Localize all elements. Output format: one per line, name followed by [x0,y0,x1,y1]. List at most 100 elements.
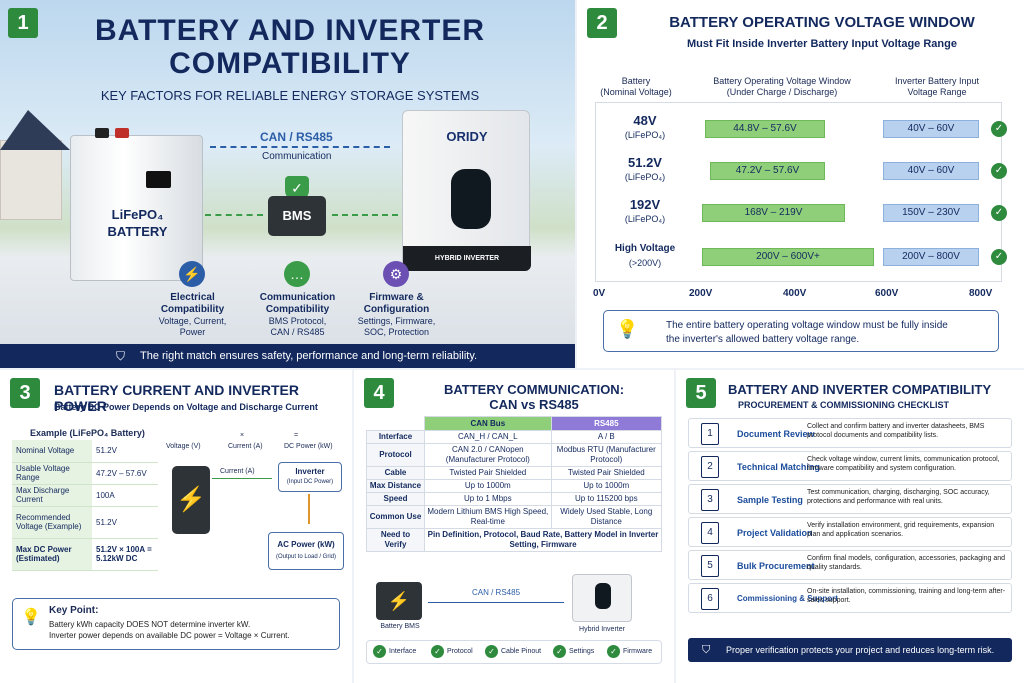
row-label: Interface [366,430,425,444]
battery-label-line1: LiFePO₄ [111,207,164,222]
checks-bar: ✓ Interface ✓ Protocol ✓ Cable Pinout ✓ … [366,640,662,664]
can-cell: CAN_H / CAN_L [424,430,552,444]
house-illustration [0,140,62,220]
lightbulb-icon: 💡 [21,609,41,626]
step-title: Project Validation [737,528,813,538]
panel-title: BATTERY COMMUNICATION: CAN vs RS485 [404,382,664,412]
panel-title: BATTERY AND INVERTER COMPATIBILITY [40,14,540,80]
panel-communication: 4 BATTERY COMMUNICATION: CAN vs RS485 CA… [354,370,674,683]
inverter-line2: (Input DC Power) [286,479,334,485]
checklist-step: 6 Commissioning & Support On-site instal… [688,583,1012,613]
battery-label-line2: BATTERY [107,224,168,239]
rs485-cell: Modbus RTU (Manufacturer Protocol) [550,443,663,467]
gear-icon: ⚙ [383,261,409,287]
note-line2: the inverter's allowed battery voltage r… [666,334,860,345]
feature-title-line2: Configuration [363,304,430,315]
step-title: Document Review [737,429,815,439]
title-line2: CAN vs RS485 [489,397,579,412]
lightning-icon: ⚡ [179,261,205,287]
panel-checklist: 5 BATTERY AND INVERTER COMPATIBILITY PRO… [676,370,1024,683]
axis-tick: 600V [875,288,899,299]
check-icon: ✓ [485,645,498,658]
check-icon: ✓ [431,645,444,658]
feature-desc-line2: CAN / RS485 [270,327,325,337]
table-header-row: CAN Bus RS485 [366,416,663,431]
row-label: Max Distance [366,479,425,493]
row-label: Need to Verify [366,528,425,552]
empty-header [366,416,425,431]
feature-desc-line2: SOC, Protection [363,327,430,337]
row-value: 100A [92,484,158,507]
formula-equals: = [294,432,299,439]
battery-window-bar: 200V – 600V+ [702,248,874,266]
table-row: Max DC Power (Estimated)51.2V × 100A = 5… [12,538,158,571]
inverter-illustration: ORIDY HYBRID INVERTER [402,110,531,271]
row-label: Usable Voltage Range [12,462,92,485]
shield-check-icon: ⛉ [702,644,711,656]
panel-overview: 1 BATTERY AND INVERTER COMPATIBILITY KEY… [0,0,575,368]
shield-check-icon: ⛉ [116,349,126,363]
terminal-positive [115,128,129,138]
panel-current-power: 3 BATTERY CURRENT AND INVERTER POWER Bat… [0,370,352,683]
check-label: Settings [569,648,595,655]
battery-screen [146,171,171,188]
check-icon: ✓ [991,205,1007,221]
table-row: Recommended Voltage (Example)51.2V [12,506,158,539]
checklist-step: 1 Document Review Collect and confirm ba… [688,418,1012,448]
feature-desc-line1: BMS Protocol, [268,316,327,326]
communication-label: Communication [262,151,332,162]
nominal-voltage: 51.2V(LiFePO₄) [624,155,666,183]
nominal-voltage: High Voltage(>200V) [614,243,676,268]
row-value: 47.2V – 57.6V [92,462,158,485]
battery-illustration: LiFePO₄ BATTERY [70,128,203,281]
feature-title-line1: Electrical [170,292,215,303]
check-icon: ✓ [553,645,566,658]
step-desc: Check voltage window, current limits, co… [807,456,1000,472]
verification-banner: ⛉ Proper verification protects your proj… [688,638,1012,662]
check-icon: ✓ [991,163,1007,179]
gear-icon: 3 [701,489,719,511]
panel-subtitle: KEY FACTORS FOR RELIABLE ENERGY STORAGE … [100,88,480,103]
check-icon: ✓ [991,121,1007,137]
inverter-range-bar: 40V – 60V [883,162,979,180]
check-label: Interface [389,648,417,655]
row-label: Nominal Voltage [12,440,92,463]
link-label: CAN / RS485 [472,588,521,597]
note-box: 💡 The entire battery operating voltage w… [603,310,999,352]
column-header-window: Battery Operating Voltage Window (Under … [697,76,867,98]
panel-subtitle: Battery DC Power Depends on Voltage and … [54,402,318,412]
step-desc: Collect and confirm battery and inverter… [807,423,985,439]
panel-title: BATTERY CURRENT AND INVERTER POWER [54,382,300,414]
axis-tick: 400V [783,288,807,299]
voltage-row: 51.2V(LiFePO₄) 47.2V – 57.6V 40V – 60V ✓ [595,152,1007,190]
battery-icon: 4 [701,522,719,544]
panel-subtitle: Must Fit Inside Inverter Battery Input V… [687,38,957,50]
step-desc: Verify installation environment, grid re… [807,522,995,538]
battery-window-bar: 47.2V – 57.6V [710,162,825,180]
checklist-step: 3 Sample Testing Test communication, cha… [688,484,1012,514]
column-header-inverter: Inverter Battery Input Voltage Range [877,76,997,98]
panel-subtitle: PROCUREMENT & COMMISSIONING CHECKLIST [738,400,950,410]
step-desc: Confirm final models, configuration, acc… [807,555,1006,571]
voltage-chart-frame [595,102,1002,282]
can-header: CAN Bus [424,416,552,431]
panel-number: 2 [587,8,617,38]
example-title: Example (LiFePO₄ Battery) [30,428,145,438]
column-header-battery: Battery (Nominal Voltage) [591,76,681,98]
clipboard-icon: 5 [701,555,719,577]
feature-title-line2: Compatibility [160,304,225,315]
note-text: The entire battery operating voltage win… [666,319,948,347]
solar-roof [0,110,70,150]
chat-icon: … [284,261,310,287]
header-line2: (Under Charge / Discharge) [726,87,838,97]
can-cell: CAN 2.0 / CANopen (Manufacturer Protocol… [424,443,552,467]
can-cell: Twisted Pair Shielded [424,466,552,480]
nominal-voltage: 48V(LiFePO₄) [624,113,666,141]
